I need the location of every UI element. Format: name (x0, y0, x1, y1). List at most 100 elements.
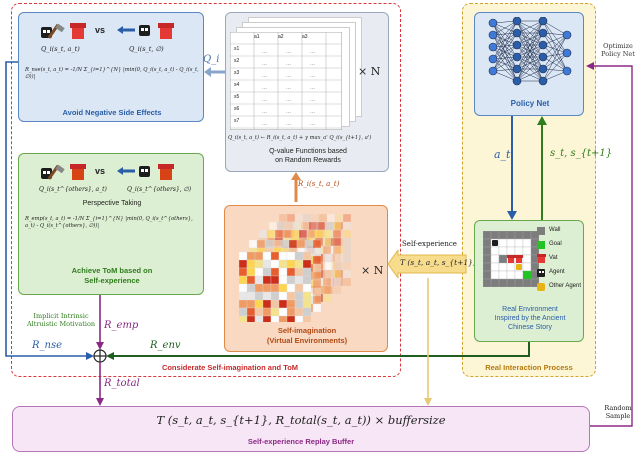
nn-node (538, 28, 548, 38)
nn-edge (542, 20, 568, 54)
nn-node (512, 17, 522, 26)
nn-edge (492, 20, 518, 72)
qtable-cell: … (310, 121, 315, 127)
qtable-cell: … (310, 97, 315, 103)
nn-edge (492, 44, 518, 72)
nn-edge (542, 34, 568, 82)
nn-edge (542, 34, 568, 46)
virtual-cell (332, 285, 342, 295)
nn-node (562, 30, 572, 40)
nn-node (488, 66, 498, 76)
legend-goal-label: Goal (549, 241, 562, 247)
nn-node (538, 40, 548, 50)
qtable-cell: … (310, 49, 315, 55)
perspective-label: Perspective Taking (82, 200, 142, 207)
other-agent-icon (139, 166, 150, 177)
nn-edge (516, 20, 544, 58)
vat-icon (158, 164, 174, 180)
qtable-panel: ……………………………………………………… a1 a2 a3 s1 s2 s3 … (225, 12, 389, 172)
virtual-cell (312, 303, 322, 313)
qtable-cell: … (262, 49, 267, 55)
real-env-title-line: Inspired by the Ancient (494, 315, 566, 322)
nse-title: Avoid Negative Side Effects (62, 108, 162, 117)
state-header: s1 (234, 46, 240, 52)
nn-node (538, 17, 548, 26)
virtual-cell (342, 221, 352, 231)
vat-marker (515, 255, 523, 258)
vat-marker (507, 255, 515, 258)
nse-formula: R_nse(s_t, a_t) = -1/N Σ_{i=1}^{N} |min(… (25, 67, 199, 80)
arrow-icon (117, 167, 135, 175)
state-header: s5 (234, 94, 240, 100)
vat-icon (70, 23, 86, 39)
legend-other-agent-label: Other Agent (549, 283, 582, 289)
state-header: s3 (234, 70, 240, 76)
nn-node (512, 28, 522, 38)
q-left-label: Q_i(s_t^{others}, a_t) (39, 186, 107, 193)
legend-other-agent-swatch (537, 283, 545, 291)
policy-net-title: Policy Net (510, 99, 550, 108)
qi-label: Q_i (203, 54, 220, 65)
neural-network-icon (488, 17, 572, 86)
action-header: a3 (302, 34, 308, 40)
implicit-label: Implicit Intrinsic Altruistic Motivation (18, 312, 104, 328)
replay-buffer: T (s_t, a_t, s_{t+1}, R_total(s_t, a_t))… (12, 406, 590, 452)
legend-agent-icon (537, 269, 545, 277)
agent-icon (139, 25, 150, 36)
qtable-cell: … (262, 61, 267, 67)
legend-vat-label: Vat (549, 255, 558, 261)
nn-node (538, 76, 548, 86)
nn-edge (516, 44, 544, 82)
agent-hammer-icon (41, 164, 65, 180)
real-env-grid (483, 231, 539, 287)
virtual-cell (322, 293, 332, 303)
action-arrow (507, 116, 517, 220)
nn-edge (492, 56, 518, 72)
nn-node (512, 52, 522, 62)
qtable-caption: Q-value Functions based on Random Reward… (226, 147, 390, 165)
virtual-environments (239, 214, 352, 322)
real-env-panel: Wall Goal Vat Agent Other Agent Real Env… (474, 220, 584, 342)
legend-goal-swatch (537, 241, 545, 249)
nn-node (488, 18, 498, 28)
arrow-icon (117, 26, 135, 34)
nn-edge (516, 68, 544, 82)
virtual-cell (342, 261, 352, 271)
nn-edge (516, 20, 544, 70)
qtable-cell: … (286, 49, 291, 55)
nn-node (512, 76, 522, 86)
action-label: a_t (494, 148, 511, 161)
q-left-label: Q_i(s_t, a_t) (41, 45, 80, 53)
self-experience-label: Self-experience (402, 240, 457, 248)
q-right-label: Q_i(s_t, ∅) (129, 45, 164, 53)
qtable-caption-line: on Random Rewards (275, 157, 341, 164)
virtual-cell (342, 237, 352, 247)
nn-node (488, 30, 498, 40)
vat-icon (158, 23, 174, 39)
nn-edge (492, 70, 518, 82)
real-env-title-line: Real Environment (502, 306, 558, 313)
virtual-environment (239, 251, 312, 322)
policy-net-panel: Policy Net (474, 12, 584, 116)
qtable-cell: … (286, 121, 291, 127)
r-total-label: R_total (104, 378, 140, 389)
agent-marker (492, 240, 498, 246)
considerate-region (11, 3, 401, 377)
self-experience-arrow (388, 250, 467, 278)
state-header: s4 (234, 82, 240, 88)
imagination-title: Self-imagination (Virtual Environments) (225, 326, 389, 346)
nn-node (538, 52, 548, 62)
state-label: s_t, s_{t+1} (550, 148, 613, 159)
qtable-cell: … (310, 73, 315, 79)
nn-edge (542, 20, 568, 36)
qtable-cell: … (286, 97, 291, 103)
q-right-label: Q_i(s_t^{others}, ∅) (127, 186, 192, 193)
virtual-cell (342, 214, 352, 223)
buffer-formula: T (s_t, a_t, s_{t+1}, R_total(s_t, a_t))… (156, 413, 446, 427)
nn-node (562, 48, 572, 58)
real-env-title: Real Environment Inspired by the Ancient… (475, 305, 585, 332)
r-emp-label: R_emp (104, 320, 139, 331)
qtable-cell: … (286, 109, 291, 115)
action-header: a1 (254, 34, 260, 40)
random-sample-text: Random Sample (604, 404, 632, 420)
